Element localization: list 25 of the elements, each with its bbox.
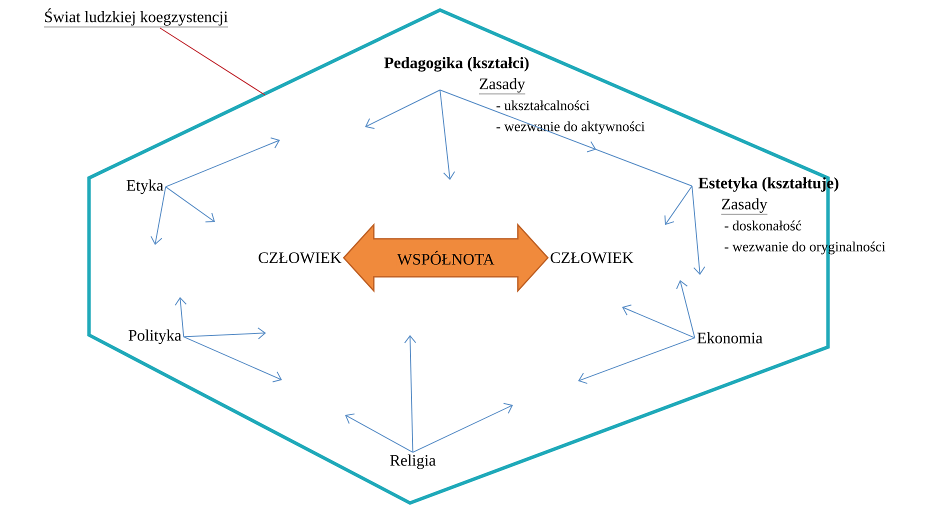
arrow bbox=[183, 336, 282, 382]
arrow bbox=[404, 335, 416, 453]
arrow bbox=[578, 337, 696, 384]
arrow bbox=[412, 402, 513, 453]
arrow bbox=[692, 186, 706, 275]
node-label: Polityka bbox=[128, 330, 182, 344]
leader-line bbox=[160, 28, 266, 96]
node-label: Etyka bbox=[126, 180, 164, 194]
arrow bbox=[365, 90, 440, 129]
arrow bbox=[676, 280, 696, 338]
arrow bbox=[165, 186, 215, 222]
arrow bbox=[622, 304, 696, 338]
arrow bbox=[664, 186, 692, 225]
node-label: Religia bbox=[390, 454, 436, 470]
title-text: Świat ludzkiej koegzystencji bbox=[44, 8, 228, 28]
arrow bbox=[345, 413, 414, 453]
arrow bbox=[183, 327, 266, 340]
edge-label: WSPÓŁNOTA bbox=[396, 250, 496, 266]
node-label: Ekonomia bbox=[697, 332, 762, 344]
arrow bbox=[440, 90, 456, 180]
node-label: CZŁOWIEK bbox=[550, 252, 634, 264]
arrow bbox=[165, 137, 280, 188]
arrow bbox=[174, 297, 187, 338]
node-label: CZŁOWIEK bbox=[258, 252, 342, 264]
arrow bbox=[150, 186, 166, 245]
